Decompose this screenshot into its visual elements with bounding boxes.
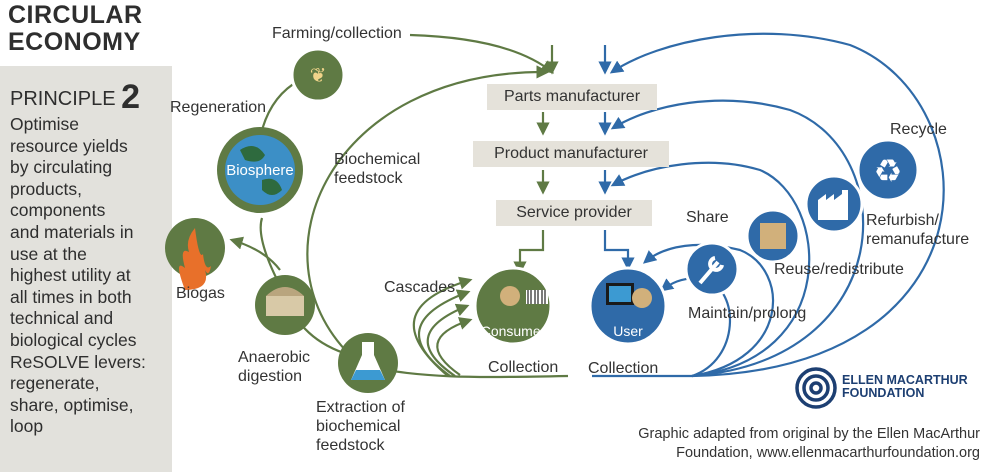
- farming-arrow: [409, 33, 555, 74]
- recycle-loop: [609, 32, 945, 378]
- brand-name: ELLEN MACARTHUR FOUNDATION: [842, 373, 968, 400]
- share-node: [745, 208, 801, 264]
- maintain-label: Maintain/prolong: [688, 305, 807, 322]
- cascade-2: [426, 303, 470, 377]
- reuse-label: Reuse/redistribute: [774, 261, 904, 278]
- anaerobic-label: Anaerobic digestion: [238, 349, 311, 385]
- cascade-1: [436, 317, 473, 376]
- principle-text: Optimise resource yields by circulating …: [10, 114, 146, 437]
- maintain-node: [684, 241, 740, 297]
- principle-heading: PRINCIPLE 2: [10, 78, 140, 117]
- extraction-label: Extraction of biochemical feedstock: [316, 399, 405, 454]
- principle-label: PRINCIPLE: [10, 88, 116, 110]
- biogas-label: Biogas: [176, 285, 225, 302]
- recycle-node: ♻: [856, 138, 920, 202]
- share-label: Share: [686, 209, 729, 226]
- cascade-4: [412, 276, 473, 377]
- service-to-user: [603, 230, 635, 271]
- consumer-node: [473, 266, 553, 346]
- product-manufacturer-box: Product manufacturer: [473, 141, 669, 167]
- collection-tech-label: Collection: [588, 360, 659, 377]
- farming-label: Farming/collection: [272, 25, 402, 42]
- farming-node: ❦: [290, 47, 346, 103]
- refurbish-loop: [610, 99, 865, 378]
- user-label: User: [613, 323, 643, 339]
- consumer-label: Consumer: [480, 323, 546, 339]
- share-loop: [642, 243, 774, 378]
- ellen-macarthur-logo: [795, 367, 837, 409]
- svg-text:❦: ❦: [310, 63, 327, 87]
- service-provider-box: Service provider: [496, 200, 652, 226]
- page-title: CIRCULAR ECONOMY: [8, 1, 143, 56]
- svg-text:♻: ♻: [874, 152, 903, 190]
- biogas-node: [165, 218, 225, 290]
- cascades-label: Cascades: [384, 279, 456, 296]
- biosphere-node: [217, 127, 303, 213]
- biochemical-feedstock-label: Biochemical feedstock: [334, 151, 421, 187]
- biological-flows: [229, 33, 569, 379]
- parts-manufacturer-box: Parts manufacturer: [487, 84, 657, 110]
- extraction-node: [338, 333, 398, 393]
- refurbish-label: Refurbish/ remanufacture: [866, 212, 970, 248]
- biosphere-label: Biosphere: [226, 162, 294, 179]
- inner-loop-arrow: [306, 65, 550, 356]
- service-to-consumer: [513, 230, 545, 275]
- biogas-arrow: [229, 236, 281, 271]
- regeneration-label: Regeneration: [170, 99, 267, 116]
- anaerobic-node: [255, 275, 315, 335]
- principle-number: 2: [121, 78, 141, 116]
- credit-text: Graphic adapted from original by the Ell…: [638, 426, 980, 461]
- collection-bio-label: Collection: [488, 359, 559, 376]
- reuse-node: [804, 174, 864, 234]
- recycle-label: Recycle: [890, 121, 947, 138]
- principle-panel: [0, 66, 172, 472]
- user-node: [588, 266, 668, 346]
